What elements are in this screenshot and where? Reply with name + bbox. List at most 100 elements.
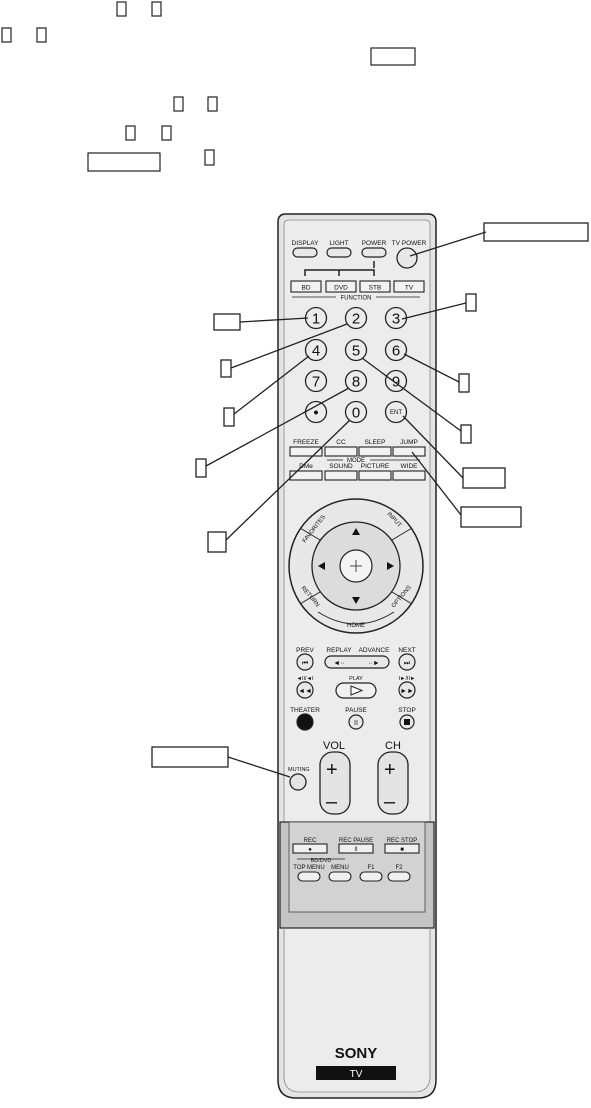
dme-button[interactable] xyxy=(289,470,323,481)
tv-power-label: TV POWER xyxy=(392,240,427,247)
fast-forward-button[interactable] xyxy=(398,681,416,699)
placeholder-box xyxy=(1,27,12,43)
rec-pause-button[interactable] xyxy=(338,843,374,854)
callout-box-8 xyxy=(195,458,207,478)
vol-label: VOL xyxy=(323,740,345,752)
wide-button[interactable] xyxy=(392,470,426,481)
next-button[interactable] xyxy=(398,653,416,671)
digit-6-button[interactable] xyxy=(384,338,408,362)
rewind-button[interactable] xyxy=(296,681,314,699)
cc-button[interactable] xyxy=(324,446,358,457)
callouts xyxy=(151,222,589,778)
plus-icon xyxy=(350,560,362,572)
digit-label: 6 xyxy=(392,343,400,360)
device-key-dvd[interactable] xyxy=(325,280,357,293)
advance-icon: ··► xyxy=(368,660,380,667)
pause-button[interactable] xyxy=(348,714,364,730)
volume-rocker[interactable] xyxy=(319,751,351,815)
device-key-tv[interactable] xyxy=(393,280,425,293)
sound-button[interactable] xyxy=(324,470,358,481)
rec-pause-icon: II xyxy=(354,847,358,853)
placeholder-box xyxy=(87,152,161,172)
digit-ent-button[interactable] xyxy=(384,400,408,424)
digit-label: 2 xyxy=(352,311,360,328)
f2-button[interactable] xyxy=(387,871,411,882)
arrow-up-icon[interactable] xyxy=(352,528,360,535)
light-button[interactable] xyxy=(326,247,352,258)
placeholder-box xyxy=(173,96,184,112)
transport-label: I►/II► xyxy=(399,676,416,682)
picture-button[interactable] xyxy=(358,470,392,481)
digit-2-button[interactable] xyxy=(344,306,368,330)
f2-label: F2 xyxy=(395,865,403,871)
theater-button[interactable] xyxy=(296,713,314,731)
arrow-right-icon[interactable] xyxy=(387,562,394,570)
digit-label: 9 xyxy=(392,374,400,391)
bd-dvd-label: BD/DVD xyxy=(311,858,332,864)
callout-box-5 xyxy=(460,424,472,444)
navigation-ring: FAVORITES INPUT RETURN OPTIONS HOME xyxy=(288,498,424,634)
jump-button[interactable] xyxy=(392,446,426,457)
model-label: TV xyxy=(350,1069,363,1080)
callout-box-ent xyxy=(462,467,506,489)
rec-stop-button[interactable] xyxy=(384,843,420,854)
top-menu-label: TOP MENU xyxy=(293,865,324,871)
digit-label: 7 xyxy=(312,374,320,391)
digit-label: 0 xyxy=(352,405,360,422)
digit-8-button[interactable] xyxy=(344,369,368,393)
digit-7-button[interactable] xyxy=(304,369,328,393)
placeholder-box xyxy=(151,1,162,17)
callout-box-jump xyxy=(460,506,522,528)
menu-button[interactable] xyxy=(328,871,352,882)
vol-minus-label: – xyxy=(326,791,338,813)
callout-box-1 xyxy=(213,313,241,331)
sleep-button[interactable] xyxy=(358,446,392,457)
f1-label: F1 xyxy=(367,865,375,871)
stop-icon xyxy=(404,719,410,725)
prev-button[interactable] xyxy=(296,653,314,671)
channel-rocker[interactable] xyxy=(377,751,409,815)
digit-0-button[interactable] xyxy=(344,400,368,424)
dme-label: DMe xyxy=(299,463,313,470)
rec-stop-icon: ■ xyxy=(400,847,404,853)
digit-label: 5 xyxy=(352,343,360,360)
digit-5-button[interactable] xyxy=(344,338,368,362)
rec-label: REC xyxy=(304,838,317,844)
device-key-bd[interactable] xyxy=(290,280,322,293)
display-button[interactable] xyxy=(292,247,318,258)
digit-label: ENT xyxy=(390,410,402,416)
power-button[interactable] xyxy=(361,247,387,258)
digit-4-button[interactable] xyxy=(304,338,328,362)
model-plate xyxy=(316,1066,396,1080)
digit-label: • xyxy=(313,405,318,422)
device-key-label: DVD xyxy=(334,285,348,292)
display-label: DISPLAY xyxy=(292,240,320,247)
digit-label: 8 xyxy=(352,374,360,391)
device-key-label: STB xyxy=(369,285,382,292)
arrow-down-icon[interactable] xyxy=(352,597,360,604)
mode-label: MODE xyxy=(347,458,365,464)
device-key-stb[interactable] xyxy=(359,280,391,293)
f1-button[interactable] xyxy=(359,871,383,882)
transport-label: PLAY xyxy=(349,676,363,682)
freeze-button[interactable] xyxy=(289,446,323,457)
placeholder-box xyxy=(161,125,172,141)
freeze-label: FREEZE xyxy=(293,439,319,446)
ch-label: CH xyxy=(385,740,401,752)
callout-box-tv-power xyxy=(483,222,589,242)
top-menu-button[interactable] xyxy=(297,871,321,882)
muting-button[interactable] xyxy=(289,773,307,791)
jump-label: JUMP xyxy=(400,439,418,446)
brand-logo: SONY xyxy=(335,1045,378,1062)
tv-power-button[interactable] xyxy=(396,247,418,269)
volume-channel-area: VOL CH + – + – MUTING xyxy=(288,740,409,815)
callout-box-3 xyxy=(465,293,477,312)
rec-button[interactable] xyxy=(292,843,328,854)
placeholder-box xyxy=(207,96,218,112)
digit-label: 1 xyxy=(312,311,320,328)
arrow-left-icon[interactable] xyxy=(318,562,325,570)
placeholder-box xyxy=(204,149,215,166)
replay-advance-button[interactable] xyxy=(324,655,390,669)
